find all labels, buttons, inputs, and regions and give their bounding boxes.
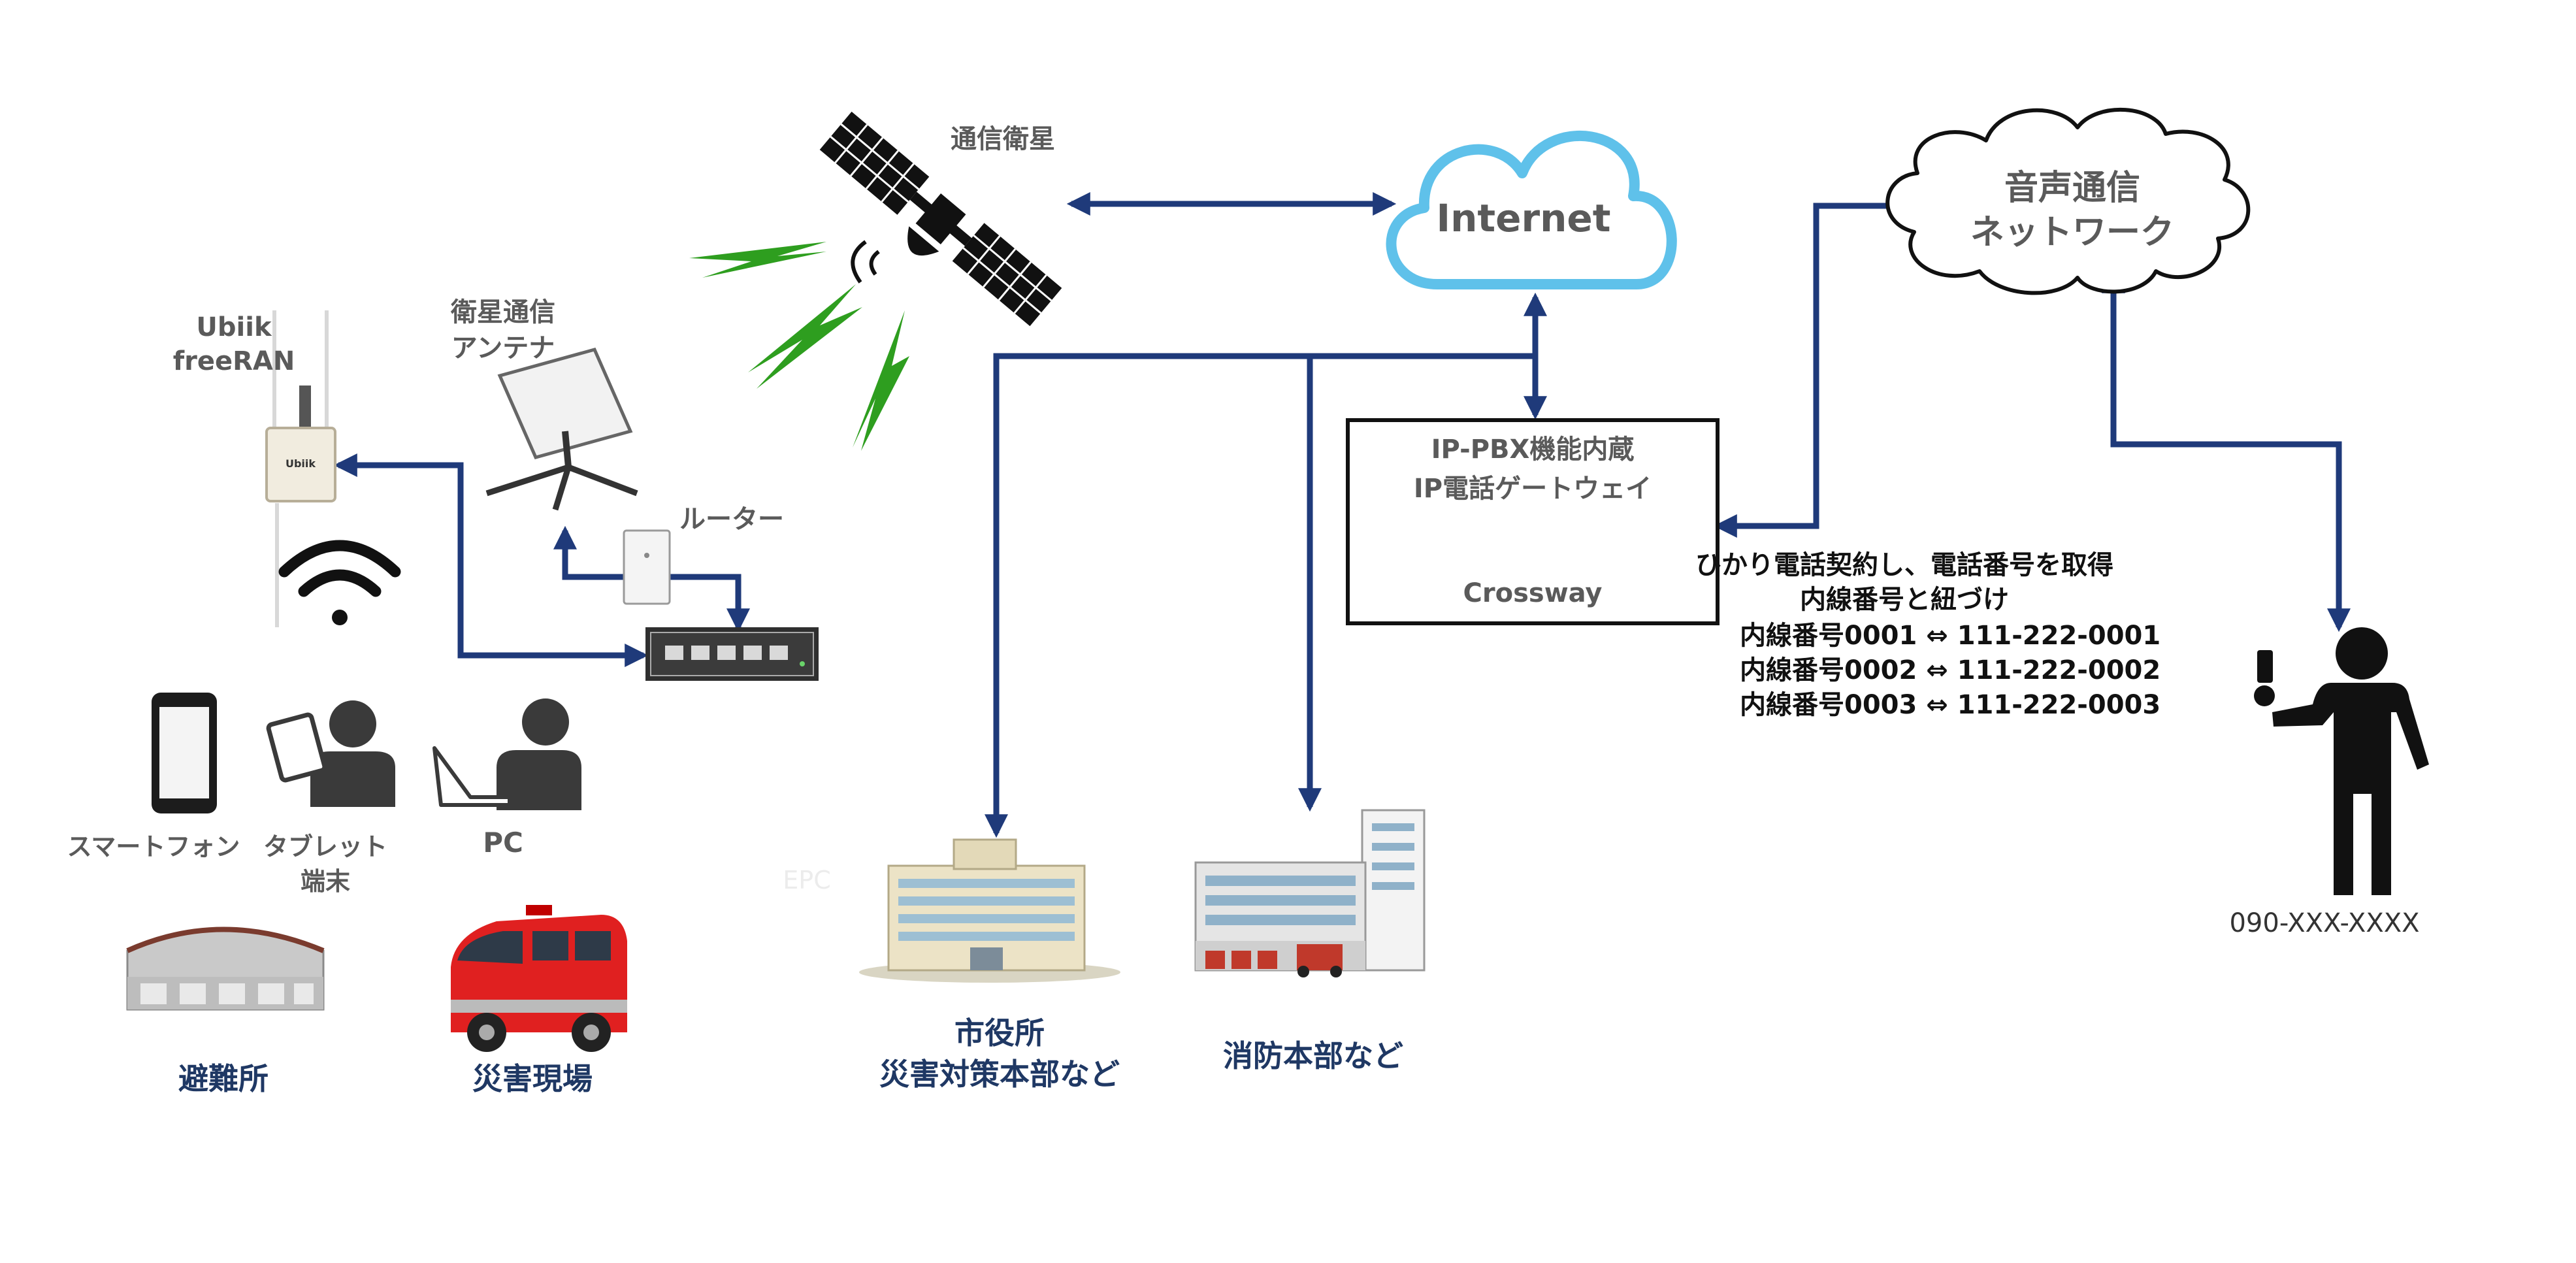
fire-hq-label: 消防本部など [1223, 1038, 1403, 1074]
tablet-label-line2: 端末 [300, 867, 351, 896]
internet-label: Internet [1436, 196, 1611, 240]
disaster-site-label: 災害現場 [472, 1061, 593, 1096]
connection-arrows [333, 192, 2351, 838]
shelter-label: 避難所 [178, 1061, 269, 1096]
network-switch-icon [645, 627, 819, 681]
building-icon [126, 927, 325, 1011]
pc-user-icon [432, 698, 581, 810]
base-station-icon [265, 310, 336, 627]
tablet-label-line1: タブレット [263, 832, 388, 861]
extension-mapping-2: 内線番号0002 ⇔ 111-222-0002 [1740, 655, 2161, 685]
extension-mapping-3: 内線番号0003 ⇔ 111-222-0003 [1740, 690, 2161, 720]
arrow-to-city-hall [985, 353, 1535, 838]
satellite-label: 通信衛星 [951, 124, 1055, 154]
city-hall-label-line1: 市役所 [954, 1015, 1045, 1051]
arrow-gateway-voice-network [1713, 194, 1916, 538]
faint-epc-text: EPC [783, 866, 831, 894]
voice-network-label-line1: 音声通信 [2004, 169, 2141, 208]
satellite-icon [819, 111, 1062, 327]
dish-antenna-icon [485, 348, 638, 511]
voice-network-label-line2: ネットワーク [1970, 213, 2175, 252]
cloud-icon-voice [1885, 107, 2251, 295]
satellite-signal-waves [851, 240, 880, 284]
smartphone-icon [152, 693, 217, 813]
tablet-user-icon [266, 700, 395, 807]
smartphone-label: スマートフォン [67, 832, 240, 861]
router-icon [623, 529, 671, 605]
arrow-router-antenna [553, 525, 624, 580]
fire-station-icon [1194, 809, 1426, 977]
wifi-icon [278, 540, 401, 625]
gateway-label-line1: IP-PBX機能内蔵 [1431, 435, 1635, 465]
ubiik-device-text: Ubiik [285, 457, 316, 470]
arrow-switch-ubiik [333, 453, 649, 667]
hikari-label-line2: 内線番号と紐づけ [1800, 585, 2009, 615]
extension-mapping-1: 内線番号0001 ⇔ 111-222-0001 [1740, 621, 2161, 651]
city-hall-label-line2: 災害対策本部など [879, 1057, 1120, 1092]
gateway-label-line2: IP電話ゲートウェイ [1413, 474, 1652, 504]
fire-vehicle-icon [451, 905, 627, 1052]
gateway-box [1346, 418, 1720, 625]
lightning-icon [689, 242, 909, 451]
ubiik-label-line2: freeRAN [172, 346, 295, 376]
person-phone-number: 090-XXX-XXXX [2229, 908, 2420, 938]
gateway-product-label: Crossway [1463, 578, 1603, 608]
cloud-icon [1386, 130, 1677, 289]
person-phone-icon [2254, 627, 2429, 895]
arrow-router-switch [670, 574, 750, 632]
router-label: ルーター [679, 504, 784, 534]
antenna-label-line2: アンテナ [451, 333, 555, 363]
pc-label: PC [483, 827, 523, 859]
ubiik-label-line1: Ubiik [196, 312, 272, 342]
antenna-label-line1: 衛星通信 [451, 297, 555, 327]
city-hall-icon [859, 838, 1120, 983]
hikari-label-line1: ひかり電話契約し、電話番号を取得 [1695, 550, 2113, 580]
arrow-voice-network-person [2102, 269, 2351, 632]
